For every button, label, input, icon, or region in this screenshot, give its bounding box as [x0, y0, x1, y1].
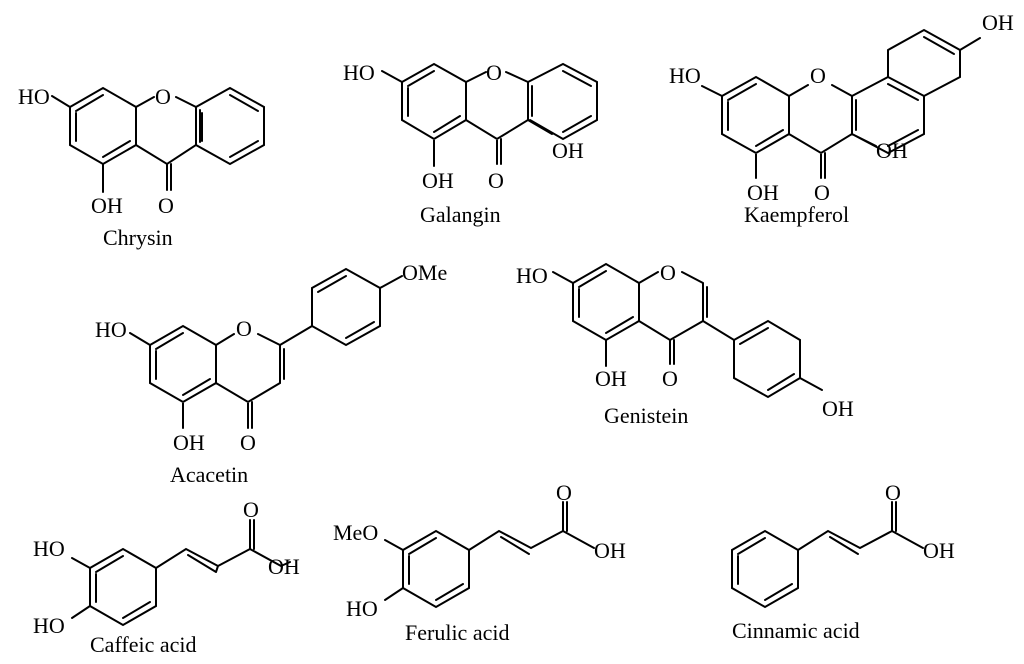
hydroxyl-5-label: OH: [422, 168, 454, 193]
compound-name-caffeic-acid: Caffeic acid: [90, 632, 196, 657]
cinnamic-acid-structure: O OH Cinnamic acid: [731, 480, 955, 643]
ring-oxygen-label: O: [486, 60, 502, 85]
compound-name-cinnamic-acid: Cinnamic acid: [732, 618, 860, 643]
hydroxyl-5-label: OH: [595, 366, 627, 391]
hydroxyl-4-label: HO: [346, 596, 378, 621]
hydroxyl-5-label: OH: [91, 193, 123, 218]
chrysin-structure: HO O O OH Chrysin: [18, 84, 265, 250]
methoxy-3-label: MeO: [333, 520, 378, 545]
carboxyl-hydroxyl-label: OH: [268, 554, 300, 579]
carbonyl-oxygen-label: O: [662, 366, 678, 391]
hydroxyl-7-label: HO: [18, 84, 50, 109]
hydroxyl-7-label: HO: [343, 60, 375, 85]
compound-name-ferulic-acid: Ferulic acid: [405, 620, 509, 645]
compound-name-genistein: Genistein: [604, 403, 688, 428]
ring-oxygen-label: O: [155, 84, 171, 109]
carbonyl-oxygen-label: O: [814, 180, 830, 205]
hydroxyl-3-label: OH: [876, 138, 908, 163]
hydroxyl-4prime-label: OH: [822, 396, 854, 421]
galangin-structure: HO O O OH OH Galangin: [343, 60, 598, 227]
carbonyl-oxygen-label: O: [556, 480, 572, 505]
ferulic-acid-structure: MeO HO O OH Ferulic acid: [333, 480, 626, 645]
acacetin-structure: HO O O OH OMe Acacetin: [95, 260, 447, 487]
hydroxyl-7-label: HO: [95, 317, 127, 342]
caffeic-acid-structure: HO HO O OH Caffeic acid: [33, 497, 300, 657]
carboxyl-hydroxyl-label: OH: [594, 538, 626, 563]
carboxyl-hydroxyl-label: OH: [923, 538, 955, 563]
kaempferol-structure: HO O O OH OH OH Kaempferol: [669, 10, 1014, 227]
compound-name-acacetin: Acacetin: [170, 462, 248, 487]
carbonyl-oxygen-label: O: [488, 168, 504, 193]
methoxy-4prime-label: OMe: [402, 260, 447, 285]
ring-oxygen-label: O: [236, 316, 252, 341]
hydroxyl-3-label: OH: [552, 138, 584, 163]
compound-name-chrysin: Chrysin: [103, 225, 173, 250]
hydroxyl-5-label: OH: [747, 180, 779, 205]
hydroxyl-4prime-label: OH: [982, 10, 1014, 35]
carbonyl-oxygen-label: O: [885, 480, 901, 505]
compound-name-kaempferol: Kaempferol: [744, 202, 849, 227]
carbonyl-oxygen-label: O: [243, 497, 259, 522]
hydroxyl-5-label: OH: [173, 430, 205, 455]
hydroxyl-3-label: HO: [33, 536, 65, 561]
hydroxyl-7-label: HO: [516, 263, 548, 288]
carbonyl-oxygen-label: O: [240, 430, 256, 455]
compound-name-galangin: Galangin: [420, 202, 501, 227]
genistein-structure: HO O O OH OH Genistein: [516, 260, 854, 428]
ring-oxygen-label: O: [810, 63, 826, 88]
ring-oxygen-label: O: [660, 260, 676, 285]
hydroxyl-7-label: HO: [669, 63, 701, 88]
carbonyl-oxygen-label: O: [158, 193, 174, 218]
hydroxyl-4-label: HO: [33, 613, 65, 638]
